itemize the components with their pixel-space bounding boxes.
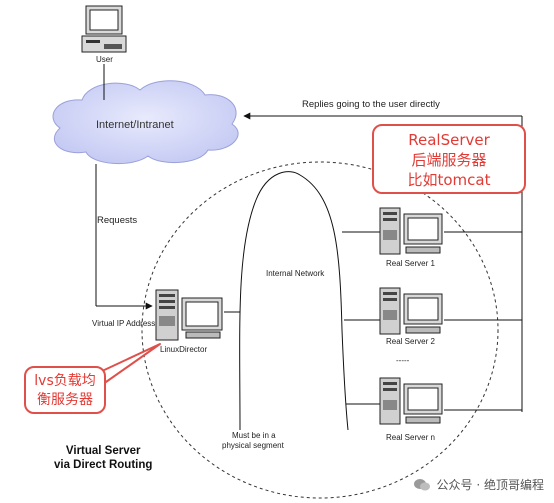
ellipsis-label: ----- — [396, 356, 410, 365]
watermark-text: 公众号 · 绝顶哥编程 — [436, 478, 544, 492]
realserver-callout-line-3: 比如tomcat — [407, 171, 491, 189]
lvs-callout-line-2: 衡服务器 — [37, 392, 93, 408]
real-server-2-icon — [379, 287, 443, 335]
lvs-callout-line-1: lvs负载均 — [34, 373, 96, 389]
real-server-n-label: Real Server n — [386, 433, 435, 442]
internal-network-bus — [239, 171, 349, 431]
real-server-n-icon — [379, 377, 443, 425]
physical-segment-label-2: physical segment — [222, 441, 284, 450]
real-server-2-label: Real Server 2 — [386, 337, 435, 346]
real-server-1-label: Real Server 1 — [386, 259, 435, 268]
requests-label: Requests — [97, 215, 138, 226]
title-line-1: Virtual Server — [65, 445, 141, 457]
lvs-callout-pointer — [99, 343, 161, 383]
diagram-title: Virtual Server via Direct Routing — [54, 444, 152, 473]
internet-cloud — [52, 80, 239, 165]
linux-director-server-icon — [155, 289, 223, 341]
virtual-ip-label: Virtual IP Address — [92, 319, 156, 328]
watermark: 公众号 · 绝顶哥编程 — [413, 476, 544, 493]
linux-director-label: LinuxDirector — [160, 345, 208, 354]
internal-network-label: Internal Network — [266, 269, 325, 278]
title-line-2: via Direct Routing — [54, 459, 153, 472]
wechat-icon — [413, 478, 430, 490]
user-computer-icon — [81, 5, 127, 53]
real-server-1-icon — [379, 207, 443, 255]
realserver-callout-line-2: 后端服务器 — [411, 151, 487, 169]
user-label: User — [96, 55, 113, 64]
lan-boundary-circle — [141, 161, 499, 499]
cloud-label: Internet/Intranet — [96, 119, 174, 131]
realserver-callout-line-1: RealServer — [408, 131, 490, 149]
physical-segment-label-1: Must be in a — [232, 431, 276, 440]
realserver-callout: RealServer 后端服务器 比如tomcat — [372, 124, 526, 194]
replies-label: Replies going to the user directly — [302, 99, 440, 110]
lvs-callout: lvs负载均 衡服务器 — [24, 366, 106, 414]
